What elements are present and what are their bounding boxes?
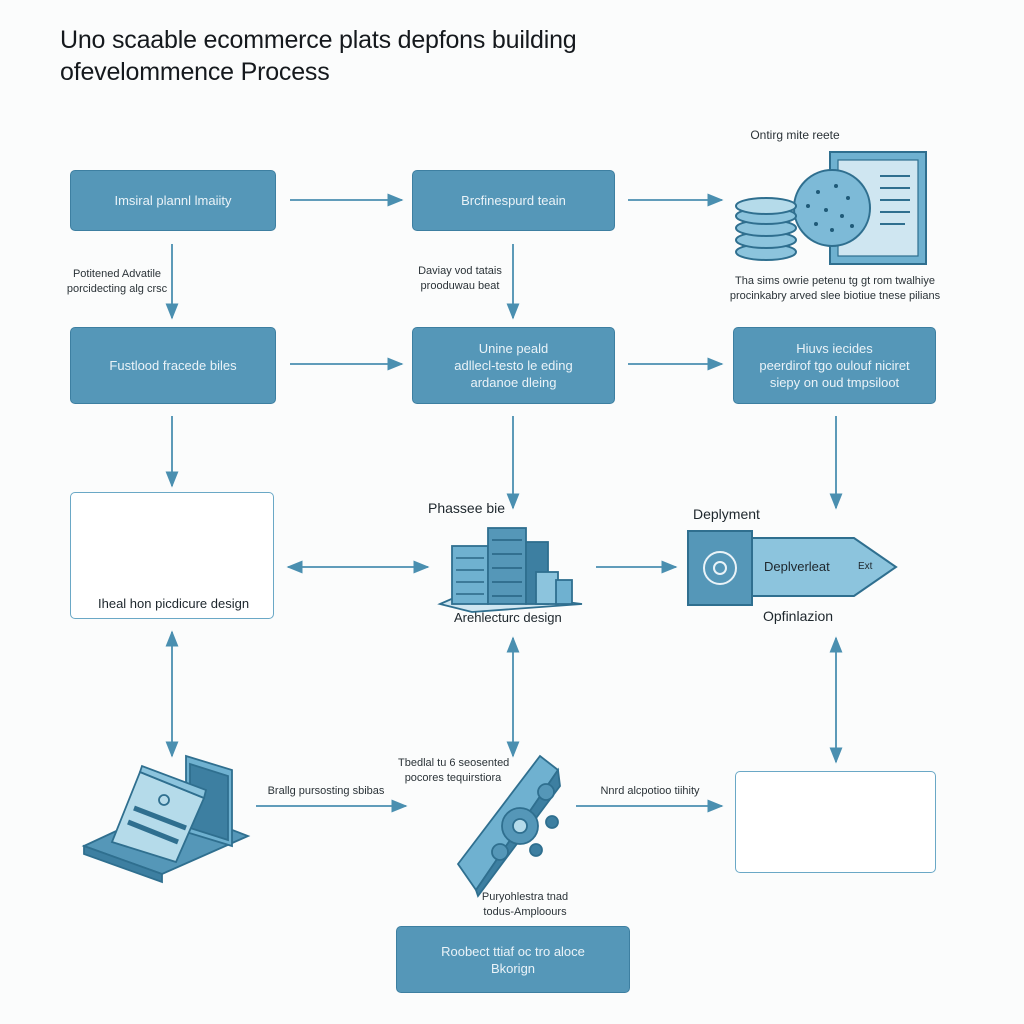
note-line: Potitened Advatile xyxy=(72,268,162,280)
architecture-buildings-icon xyxy=(437,527,583,613)
process-box-line: adllecl-testo le eding xyxy=(454,358,573,373)
arrows xyxy=(165,193,843,813)
infrastructure-frame xyxy=(70,492,274,619)
note-line: todus-Amploours xyxy=(483,906,567,918)
laptop-icon xyxy=(81,754,251,884)
label-infra-design: Iheal hon picdicure design xyxy=(98,596,250,611)
process-box-line: Roobect ttiaf oc tro aloce xyxy=(441,943,585,959)
database-document-icon xyxy=(735,151,927,265)
note-line: porcidecting alg crsc xyxy=(66,283,168,295)
process-box-requirements: Hiuvs iecides peerdirof tgo oulouf nicir… xyxy=(733,327,936,404)
note-database: Tha sims owrie petenu tg gt rom twalhiye… xyxy=(716,274,954,304)
process-box-bottom: Roobect ttiaf oc tro aloce Bkorign xyxy=(396,926,630,993)
note-line: Puryohlestra tnad xyxy=(481,891,569,903)
note-laptop: Brallg pursosting sbibas xyxy=(267,785,385,797)
title-line-2: ofevelommence Process xyxy=(60,58,330,86)
process-box-line: peerdirof tgo oulouf niciret xyxy=(759,358,910,373)
process-box-label: Brcfinespurd teain xyxy=(461,193,566,208)
note-line: Tbedlal tu 6 seosented xyxy=(398,757,510,769)
title-line-1: Uno scaable ecommerce plats depfons buil… xyxy=(60,26,577,54)
deployment-arrow xyxy=(687,530,898,606)
label-optimization: Opfinlazion xyxy=(763,608,834,624)
process-box-label: Fustlood fracede biles xyxy=(109,358,237,373)
process-box-line: Hiuvs iecides xyxy=(796,341,873,356)
label-phassee: Phassee bie xyxy=(428,500,506,516)
note-gear-top: Tbedlal tu 6 seosented pocores tequirsti… xyxy=(398,756,510,786)
note-b1-b3: Potitened Advatile porcidecting alg crsc xyxy=(62,267,172,297)
note-b2-b4: Daviay vod tatais prooduwau beat xyxy=(406,264,514,294)
process-box-brief: Brcfinespurd teain xyxy=(412,170,615,231)
page-title: Uno scaable ecommerce plats depfons buil… xyxy=(60,24,760,88)
gear-mechanism-icon xyxy=(456,754,561,898)
process-box-planning: Unine peald adllecl-testo le eding ardan… xyxy=(412,327,615,404)
label-arrow-tip: Ext xyxy=(858,561,873,572)
note-line: Tha sims owrie petenu tg gt rom twalhiye xyxy=(735,275,935,287)
label-arch-design: Arehlecturc design xyxy=(454,610,562,625)
process-box-label: Imsiral plannl lmaiity xyxy=(114,193,232,208)
process-box-features: Fustlood fracede biles xyxy=(70,327,276,404)
note-line: pocores tequirstiora xyxy=(404,772,502,784)
note-line: Daviay vod tatais xyxy=(418,265,502,277)
person-frame xyxy=(735,771,936,873)
process-box-line: ardanoe dleing xyxy=(470,375,557,390)
note-line: prooduwau beat xyxy=(420,280,500,292)
process-box-line: Bkorign xyxy=(490,960,536,976)
top-right-caption: Ontirg mite reete xyxy=(750,128,840,142)
label-deployment-arrow: Deplverleat xyxy=(764,559,830,574)
note-line: procinkabry arved slee biotiue tnese pil… xyxy=(729,290,941,302)
note-person: Nnrd alcpotioo tiihity xyxy=(600,785,700,797)
label-deployment-heading: Deplyment xyxy=(693,506,760,522)
process-box-line: siepy on oud tmpsiloot xyxy=(769,375,900,390)
process-box-line: Unine peald xyxy=(478,341,549,356)
note-gear-bottom: Puryohlestra tnad todus-Amploours xyxy=(470,890,580,920)
process-box-initial: Imsiral plannl lmaiity xyxy=(70,170,276,231)
